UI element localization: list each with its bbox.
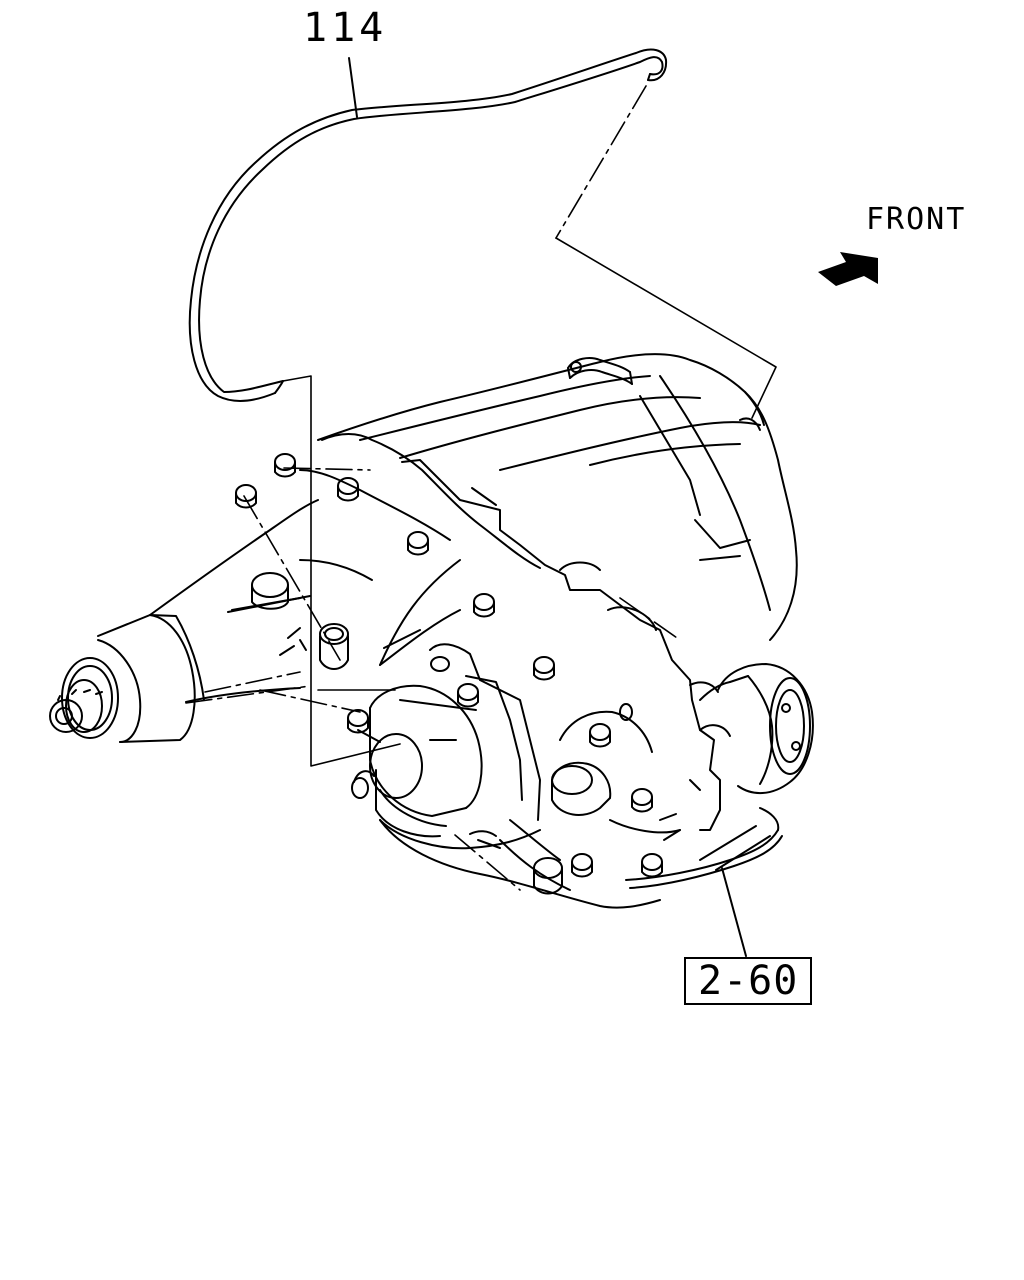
filler-plug: [299, 623, 349, 670]
housing-bolts: [235, 453, 663, 878]
front-output-flange: [699, 663, 814, 794]
front-direction-arrow-icon: [818, 252, 878, 286]
front-direction-label: FRONT: [866, 202, 967, 237]
reference-box: [684, 957, 812, 1005]
guide-lines-solid: [282, 237, 777, 767]
callout-114: 114: [303, 5, 388, 51]
guide-lines: [185, 85, 681, 891]
rear-extension-housing: [149, 499, 373, 703]
shift-actuator-motor: [351, 643, 541, 850]
breather-hose: [188, 48, 668, 402]
lower-cover-plate: [551, 710, 783, 889]
leader-line-2-60: [721, 867, 747, 957]
transfer-case-housing: [49, 353, 814, 909]
rear-output-shaft: [49, 614, 196, 743]
callout-2-60: 2-60: [698, 958, 799, 1004]
leader-line-114: [348, 57, 358, 118]
